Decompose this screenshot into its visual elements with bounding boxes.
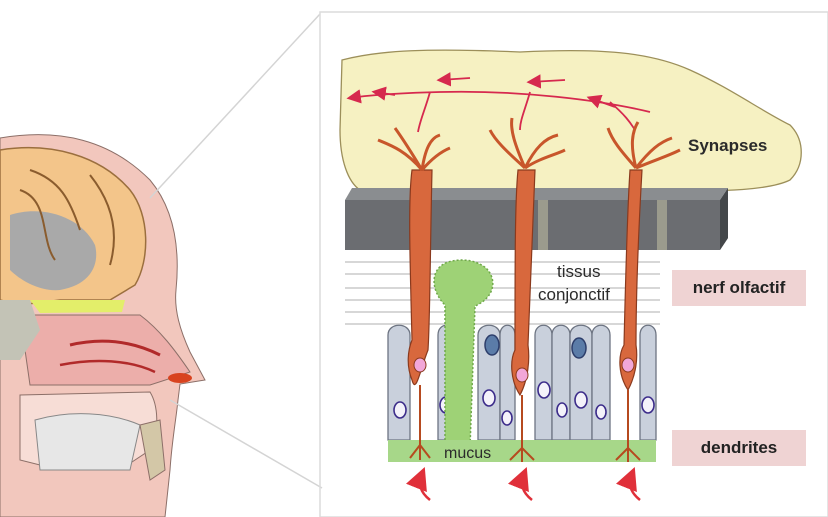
zoom-line-top [150, 14, 320, 198]
head-cross-section [0, 135, 205, 517]
olfactory-bulb [340, 50, 801, 191]
synapses-label: Synapses [688, 136, 767, 156]
odorant-arrows [420, 474, 640, 500]
zoom-line-bottom [170, 400, 322, 488]
connective-tissue [345, 262, 660, 324]
neuron-1 [408, 170, 432, 385]
tissue-label-line2: conjonctif [538, 285, 610, 305]
nerve-label: nerf olfactif [672, 270, 806, 306]
tissue-label-line1: tissus [557, 262, 600, 282]
dendrites-label: dendrites [672, 430, 806, 466]
cribriform-plate [345, 188, 728, 250]
olfactory-neurons [378, 118, 680, 462]
cell-nuclei [394, 382, 654, 425]
mucus-label: mucus [444, 445, 491, 463]
